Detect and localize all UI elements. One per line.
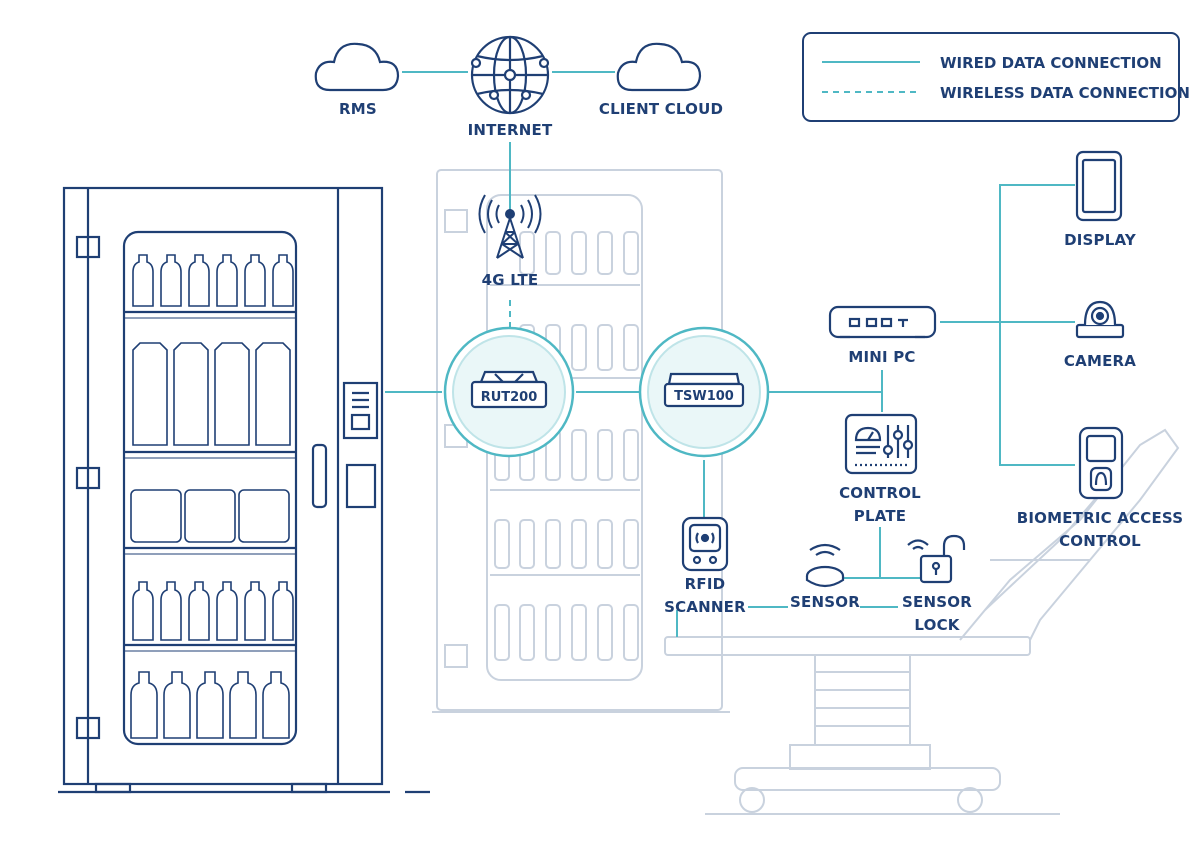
biometric-label-line2: CONTROL bbox=[1059, 532, 1141, 550]
legend-wired-label: WIRED DATA CONNECTION bbox=[940, 54, 1162, 72]
tsw100-label: TSW100 bbox=[674, 389, 734, 404]
client-cloud-label: CLIENT CLOUD bbox=[599, 100, 723, 118]
padlock-icon bbox=[907, 534, 966, 584]
wired-connections bbox=[385, 71, 1075, 637]
rms-label: RMS bbox=[339, 100, 377, 118]
network-switch-icon bbox=[663, 372, 745, 408]
cloud-icon bbox=[616, 42, 702, 92]
mini-pc-icon bbox=[828, 305, 937, 339]
control-plate-label-line2: PLATE bbox=[854, 507, 906, 525]
lte-label: 4G LTE bbox=[482, 271, 539, 289]
vending-machine-icon bbox=[58, 186, 430, 794]
rut200-label: RUT200 bbox=[481, 390, 538, 405]
rfid-label-line1: RFID bbox=[685, 575, 726, 593]
tsw100-node[interactable]: TSW100 bbox=[638, 326, 770, 458]
biometric-icon bbox=[1078, 426, 1124, 500]
globe-icon bbox=[470, 35, 550, 115]
control-plate-label-line1: CONTROL bbox=[839, 484, 921, 502]
camera-icon bbox=[1075, 300, 1125, 339]
sensor-lock-label-line2: LOCK bbox=[914, 616, 960, 634]
rut200-node[interactable]: RUT200 bbox=[443, 326, 575, 458]
control-plate-icon bbox=[844, 413, 918, 475]
biometric-label-line1: BIOMETRIC ACCESS bbox=[1017, 509, 1184, 527]
camera-label: CAMERA bbox=[1064, 352, 1136, 370]
sensor-label: SENSOR bbox=[790, 593, 860, 611]
cloud-icon bbox=[314, 42, 400, 92]
legend-wireless-label: WIRELESS DATA CONNECTION bbox=[940, 84, 1190, 102]
sensor-lock-label-line1: SENSOR bbox=[902, 593, 972, 611]
cell-tower-icon bbox=[478, 194, 542, 259]
legend: WIRED DATA CONNECTION WIRELESS DATA CONN… bbox=[802, 32, 1190, 122]
mini-pc-label: MINI PC bbox=[848, 348, 915, 366]
background-cabinet bbox=[432, 169, 730, 713]
display-label: DISPLAY bbox=[1064, 231, 1137, 249]
rfid-label-line2: SCANNER bbox=[664, 598, 746, 616]
display-tablet-icon bbox=[1075, 150, 1123, 222]
rfid-scanner-icon bbox=[681, 516, 729, 572]
router-icon bbox=[470, 370, 548, 409]
sensor-icon bbox=[805, 543, 845, 588]
internet-label: INTERNET bbox=[468, 121, 553, 139]
